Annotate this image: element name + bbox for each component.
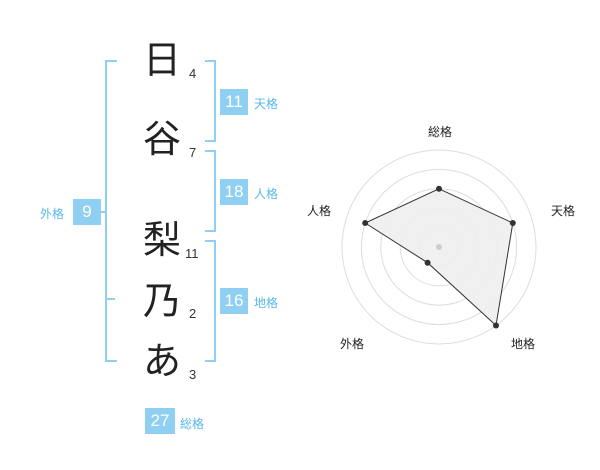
gaikaku-bracket (105, 60, 117, 362)
gaikaku-bracket-tick (100, 211, 106, 213)
radar-value-polygon (364, 188, 514, 327)
radar-label-jinkaku: 人格 (307, 204, 332, 218)
jinkaku-badge: 18 (220, 179, 248, 205)
radar-points (362, 185, 516, 329)
radar-label-chikaku: 地格 (511, 337, 536, 351)
gaikaku-badge: 9 (73, 199, 101, 225)
name-char-1: 日 (143, 38, 182, 82)
tenkaku-label: 天格 (254, 97, 279, 111)
stroke-count-4: 2 (189, 306, 197, 321)
name-char-3: 梨 (143, 218, 182, 262)
chikaku-bracket (205, 240, 216, 362)
radar-ring (341, 149, 537, 345)
name-char-2: 谷 (143, 117, 182, 161)
radar-point (424, 259, 431, 266)
tenkaku-bracket (205, 60, 216, 142)
radar-label-soukaku: 総格 (428, 125, 453, 139)
soukaku-badge: 27 (145, 408, 175, 434)
stroke-count-1: 4 (189, 66, 197, 81)
radar-label-gaikaku: 外格 (340, 337, 365, 351)
gaikaku-bracket-mid (105, 298, 115, 300)
radar-ring (360, 168, 518, 326)
name-char-4: 乃 (143, 279, 182, 323)
radar-center-dot (436, 244, 442, 250)
stroke-count-3: 11 (185, 246, 199, 261)
stroke-count-5: 3 (189, 367, 197, 382)
chikaku-badge: 16 (220, 288, 248, 314)
jinkaku-label: 人格 (254, 187, 279, 201)
radar-point (509, 220, 516, 227)
soukaku-label: 総格 (180, 417, 205, 431)
radar-label-tenkaku: 天格 (551, 204, 576, 218)
radar-point (362, 220, 369, 227)
jinkaku-bracket (205, 150, 216, 232)
chikaku-label: 地格 (254, 296, 279, 310)
radar-point (493, 322, 500, 329)
radar-point (436, 185, 442, 192)
name-char-5: あ (143, 339, 182, 383)
stroke-count-2: 7 (189, 145, 197, 160)
gaikaku-label: 外格 (40, 207, 65, 221)
tenkaku-badge: 11 (220, 89, 248, 115)
